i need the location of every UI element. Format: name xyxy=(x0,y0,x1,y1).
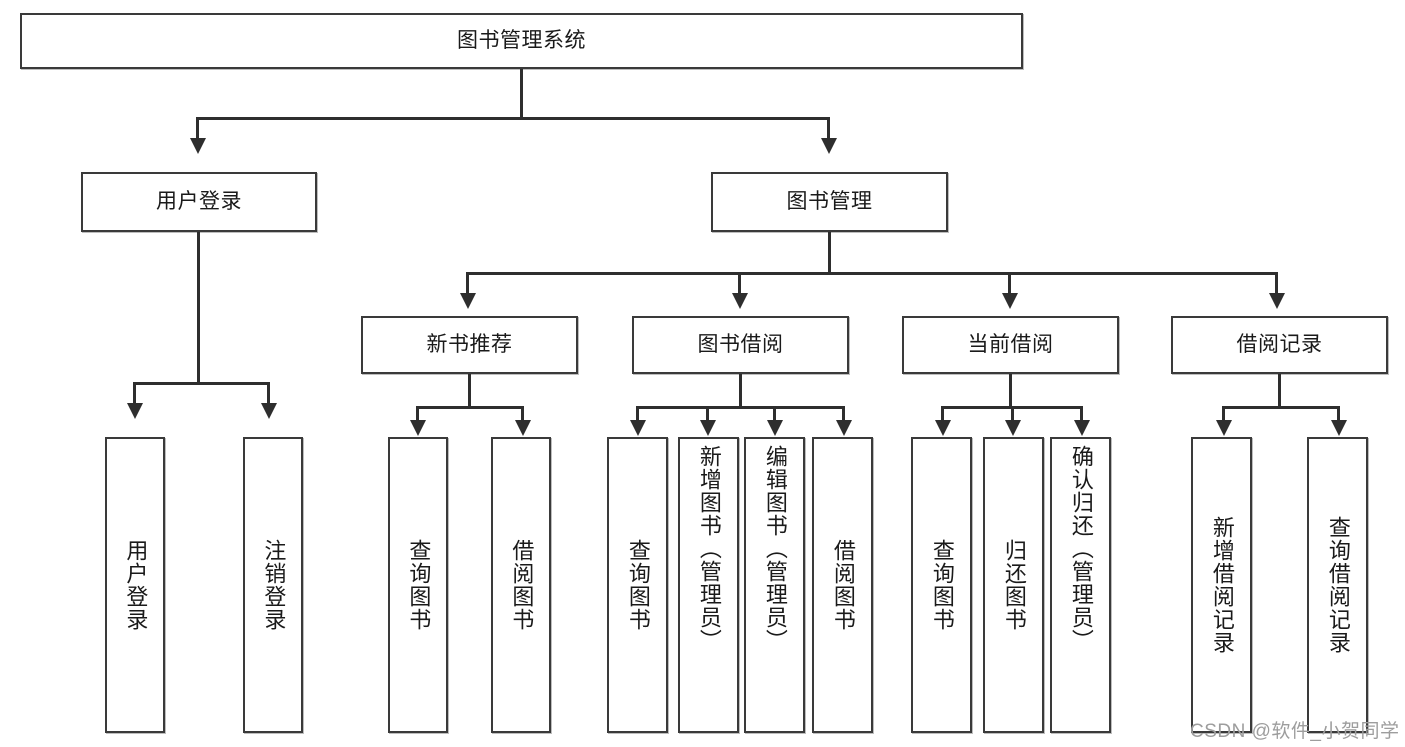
connector-currentborrow-drop-3 xyxy=(1080,406,1083,424)
connector-book-mgmt-bus xyxy=(466,272,1278,275)
connector-user-login-bus xyxy=(133,382,269,385)
arrowhead-book-manage xyxy=(821,138,837,154)
leaf-edit-book-admin[interactable]: 编辑图书（管理员） xyxy=(744,437,805,733)
node-borrow-record[interactable]: 借阅记录 xyxy=(1171,316,1388,374)
connector-borrowrecord-drop-2 xyxy=(1337,406,1340,424)
leaf-label: 新增图书（管理员） xyxy=(696,445,722,652)
leaf-borrow-book[interactable]: 借阅图书 xyxy=(812,437,873,733)
connector-root-drop-left xyxy=(196,117,199,141)
connector-borrowrecord-bus xyxy=(1222,406,1340,409)
leaf-logout[interactable]: 注销登录 xyxy=(243,437,303,733)
leaf-borrow-book-newbook[interactable]: 借阅图书 xyxy=(491,437,551,733)
arrowhead-leaf-user-login xyxy=(127,403,143,419)
leaf-label: 注销登录 xyxy=(261,539,287,631)
arrowhead-borrowrecord-leaf-2 xyxy=(1331,420,1347,436)
node-label: 新书推荐 xyxy=(426,332,513,356)
leaf-user-login[interactable]: 用户登录 xyxy=(105,437,165,733)
arrowhead-borrow-record xyxy=(1269,293,1285,309)
node-label: 用户登录 xyxy=(156,189,242,213)
node-label: 当前借阅 xyxy=(967,332,1054,356)
arrowhead-newbook-leaf-2 xyxy=(515,420,531,436)
connector-currentborrow-drop-2 xyxy=(1011,406,1014,424)
node-label: 图书管理系统 xyxy=(457,28,586,52)
node-user-login[interactable]: 用户登录 xyxy=(81,172,317,232)
arrowhead-bookborrow-leaf-3 xyxy=(767,420,783,436)
arrowhead-new-book-rec xyxy=(460,293,476,309)
connector-newbook-drop-1 xyxy=(416,406,419,424)
node-book-borrow[interactable]: 图书借阅 xyxy=(632,316,849,374)
leaf-label: 归还图书 xyxy=(1001,539,1027,631)
arrowhead-book-borrow xyxy=(732,293,748,309)
leaf-query-borrow-record[interactable]: 查询借阅记录 xyxy=(1307,437,1368,733)
connector-book-mgmt-stem xyxy=(828,232,831,274)
connector-bookborrow-drop-1 xyxy=(636,406,639,424)
arrowhead-bookborrow-leaf-4 xyxy=(836,420,852,436)
leaf-label: 编辑图书（管理员） xyxy=(762,445,788,652)
node-root-system[interactable]: 图书管理系统 xyxy=(20,13,1023,69)
leaf-label: 借阅图书 xyxy=(830,539,856,631)
arrowhead-leaf-logout xyxy=(261,403,277,419)
connector-bookborrow-bus xyxy=(636,406,845,409)
leaf-return-book[interactable]: 归还图书 xyxy=(983,437,1044,733)
connector-root-stem xyxy=(520,69,523,119)
leaf-query-book-newbook[interactable]: 查询图书 xyxy=(388,437,448,733)
connector-book-mgmt-drop-3 xyxy=(1008,272,1011,296)
connector-newbook-bus xyxy=(416,406,524,409)
arrowhead-borrowrecord-leaf-1 xyxy=(1216,420,1232,436)
connector-root-bus xyxy=(196,117,830,120)
node-new-book-recommend[interactable]: 新书推荐 xyxy=(361,316,578,374)
connector-currentborrow-drop-1 xyxy=(941,406,944,424)
leaf-label: 用户登录 xyxy=(123,539,149,631)
node-label: 图书管理 xyxy=(786,189,873,213)
leaf-query-book-borrow[interactable]: 查询图书 xyxy=(607,437,668,733)
connector-root-drop-right xyxy=(827,117,830,141)
connector-user-login-drop-1 xyxy=(133,382,136,406)
connector-book-mgmt-drop-2 xyxy=(738,272,741,296)
arrowhead-bookborrow-leaf-1 xyxy=(630,420,646,436)
connector-bookborrow-drop-2 xyxy=(706,406,709,424)
arrowhead-currentborrow-leaf-3 xyxy=(1074,420,1090,436)
leaf-add-book-admin[interactable]: 新增图书（管理员） xyxy=(678,437,739,733)
connector-bookborrow-drop-4 xyxy=(842,406,845,424)
connector-book-mgmt-drop-4 xyxy=(1275,272,1278,296)
connector-newbook-stem xyxy=(468,374,471,408)
leaf-label: 查询图书 xyxy=(625,539,651,631)
leaf-label: 确认归还（管理员） xyxy=(1068,445,1094,652)
arrowhead-bookborrow-leaf-2 xyxy=(700,420,716,436)
node-current-borrow[interactable]: 当前借阅 xyxy=(902,316,1119,374)
connector-bookborrow-stem xyxy=(739,374,742,408)
connector-borrowrecord-drop-1 xyxy=(1222,406,1225,424)
connector-bookborrow-drop-3 xyxy=(773,406,776,424)
arrowhead-current-borrow xyxy=(1002,293,1018,309)
node-book-management[interactable]: 图书管理 xyxy=(711,172,948,232)
connector-book-mgmt-drop-1 xyxy=(466,272,469,296)
arrowhead-currentborrow-leaf-1 xyxy=(935,420,951,436)
leaf-label: 新增借阅记录 xyxy=(1209,516,1235,654)
connector-newbook-drop-2 xyxy=(521,406,524,424)
leaf-label: 查询图书 xyxy=(406,539,432,631)
csdn-watermark: CSDN @软件_小贺同学 xyxy=(1190,721,1400,742)
leaf-label: 查询借阅记录 xyxy=(1325,516,1351,654)
leaf-confirm-return-admin[interactable]: 确认归还（管理员） xyxy=(1050,437,1111,733)
connector-currentborrow-stem xyxy=(1009,374,1012,408)
connector-user-login-stem xyxy=(197,232,200,384)
connector-borrowrecord-stem xyxy=(1278,374,1281,408)
arrowhead-user-login xyxy=(190,138,206,154)
node-label: 图书借阅 xyxy=(697,332,784,356)
node-label: 借阅记录 xyxy=(1236,332,1323,356)
leaf-add-borrow-record[interactable]: 新增借阅记录 xyxy=(1191,437,1252,733)
leaf-label: 借阅图书 xyxy=(509,539,535,631)
arrowhead-currentborrow-leaf-2 xyxy=(1005,420,1021,436)
arrowhead-newbook-leaf-1 xyxy=(410,420,426,436)
connector-user-login-drop-2 xyxy=(267,382,270,406)
leaf-label: 查询图书 xyxy=(929,539,955,631)
leaf-query-book-current[interactable]: 查询图书 xyxy=(911,437,972,733)
